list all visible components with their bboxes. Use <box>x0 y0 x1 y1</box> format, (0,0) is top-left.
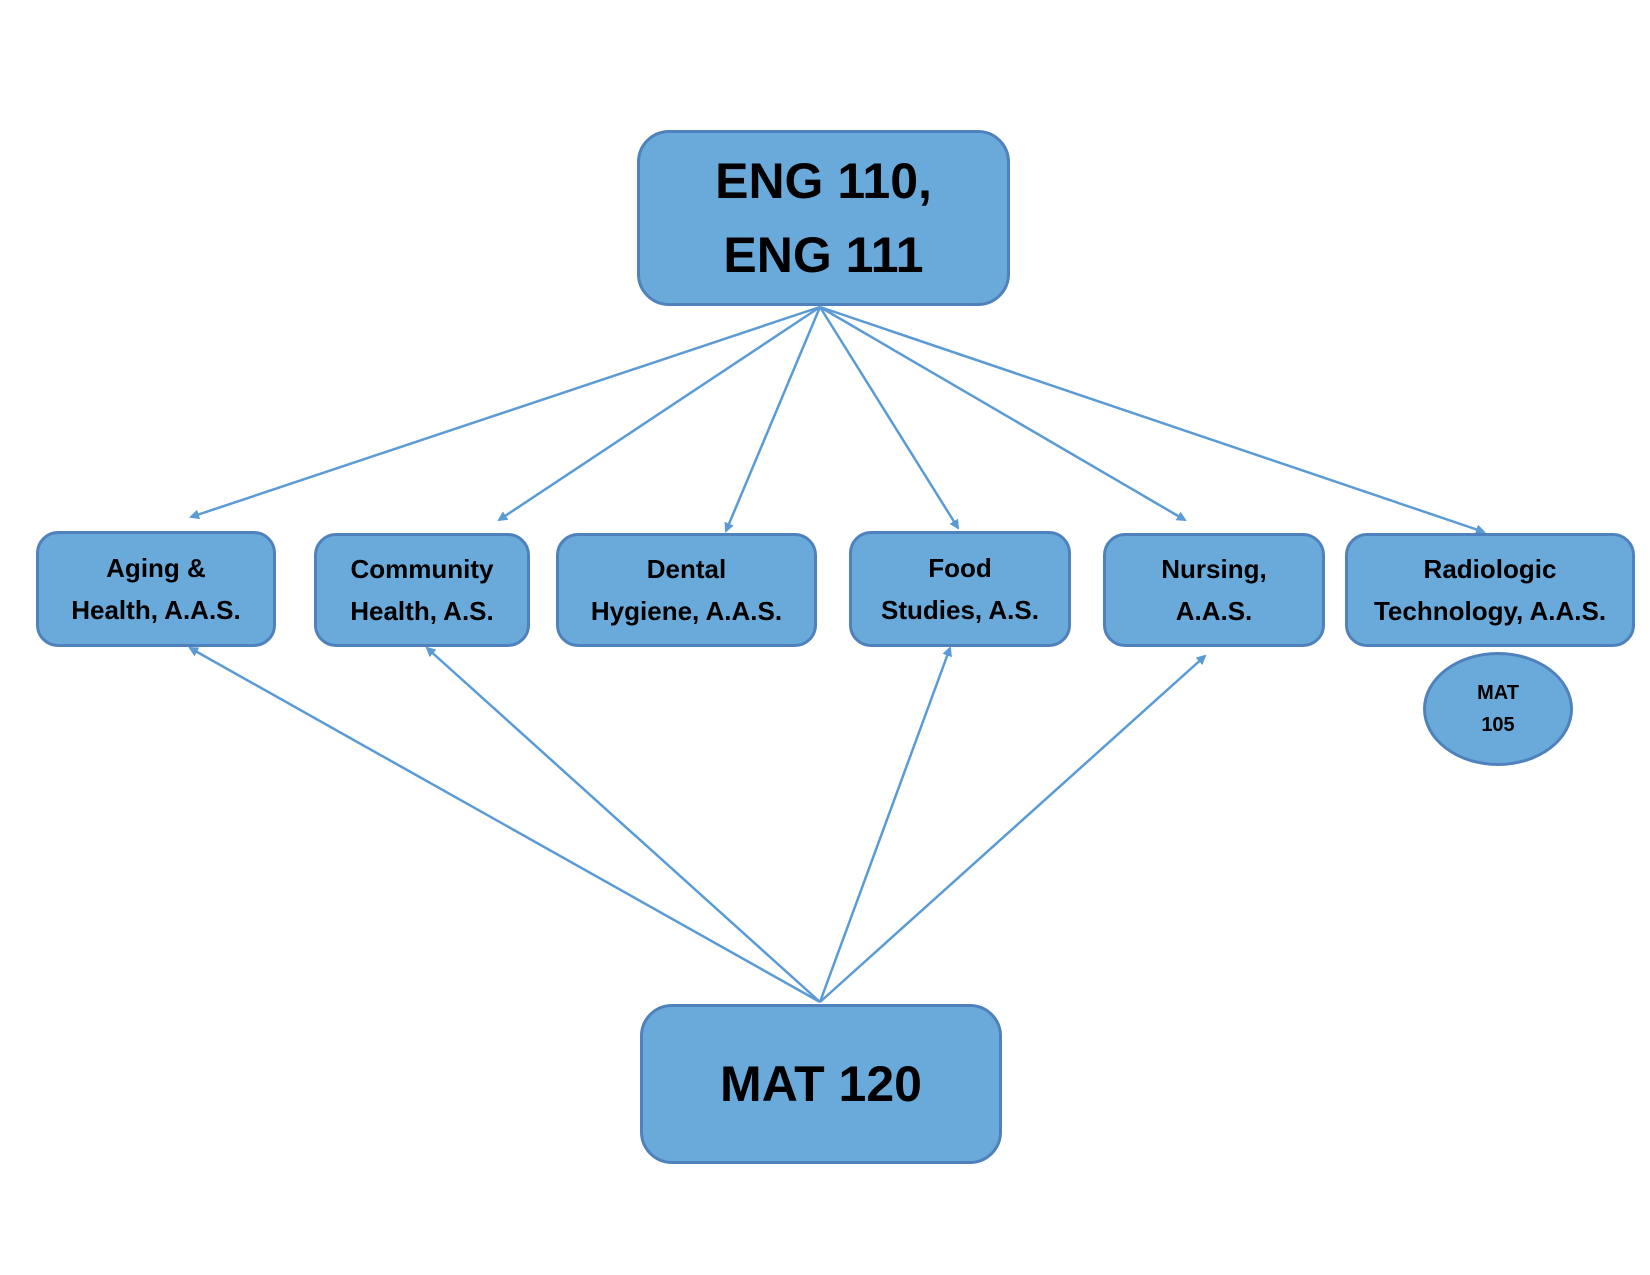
node-eng: ENG 110, ENG 111 <box>637 130 1010 306</box>
edge-eng-to-aging <box>189 305 821 520</box>
node-aging-label: Aging & Health, A.A.S. <box>71 553 241 625</box>
node-mat105: MAT 105 <box>1423 652 1573 766</box>
node-aging: Aging & Health, A.A.S. <box>36 531 276 647</box>
edge-eng-to-dental <box>724 306 822 533</box>
node-nursing-label: Nursing, A.A.S. <box>1161 554 1267 626</box>
edge-mat120-to-food <box>818 646 952 1003</box>
node-radiologic-label: Radiologic Technology, A.A.S. <box>1373 554 1607 626</box>
node-eng-label: ENG 110, ENG 111 <box>715 153 932 283</box>
node-mat105-label: MAT 105 <box>1477 682 1519 736</box>
node-nursing: Nursing, A.A.S. <box>1103 533 1325 647</box>
node-food: Food Studies, A.S. <box>849 531 1071 647</box>
edge-mat120-to-community <box>425 646 821 1003</box>
node-food-label: Food Studies, A.S. <box>881 553 1039 625</box>
node-mat120: MAT 120 <box>640 1004 1002 1164</box>
node-mat120-label: MAT 120 <box>720 1056 922 1112</box>
edge-eng-to-food <box>818 306 960 530</box>
edge-eng-to-radiologic <box>819 305 1486 535</box>
edge-eng-to-nursing <box>819 305 1187 522</box>
node-community: Community Health, A.S. <box>314 533 530 647</box>
node-radiologic: Radiologic Technology, A.A.S. <box>1345 533 1635 647</box>
node-dental: Dental Hygiene, A.A.S. <box>556 533 817 647</box>
edge-mat120-to-aging <box>188 646 821 1004</box>
node-dental-label: Dental Hygiene, A.A.S. <box>590 554 783 626</box>
edge-mat120-to-nursing <box>819 654 1207 1003</box>
node-community-label: Community Health, A.S. <box>350 554 494 626</box>
edge-eng-to-community <box>497 305 821 522</box>
